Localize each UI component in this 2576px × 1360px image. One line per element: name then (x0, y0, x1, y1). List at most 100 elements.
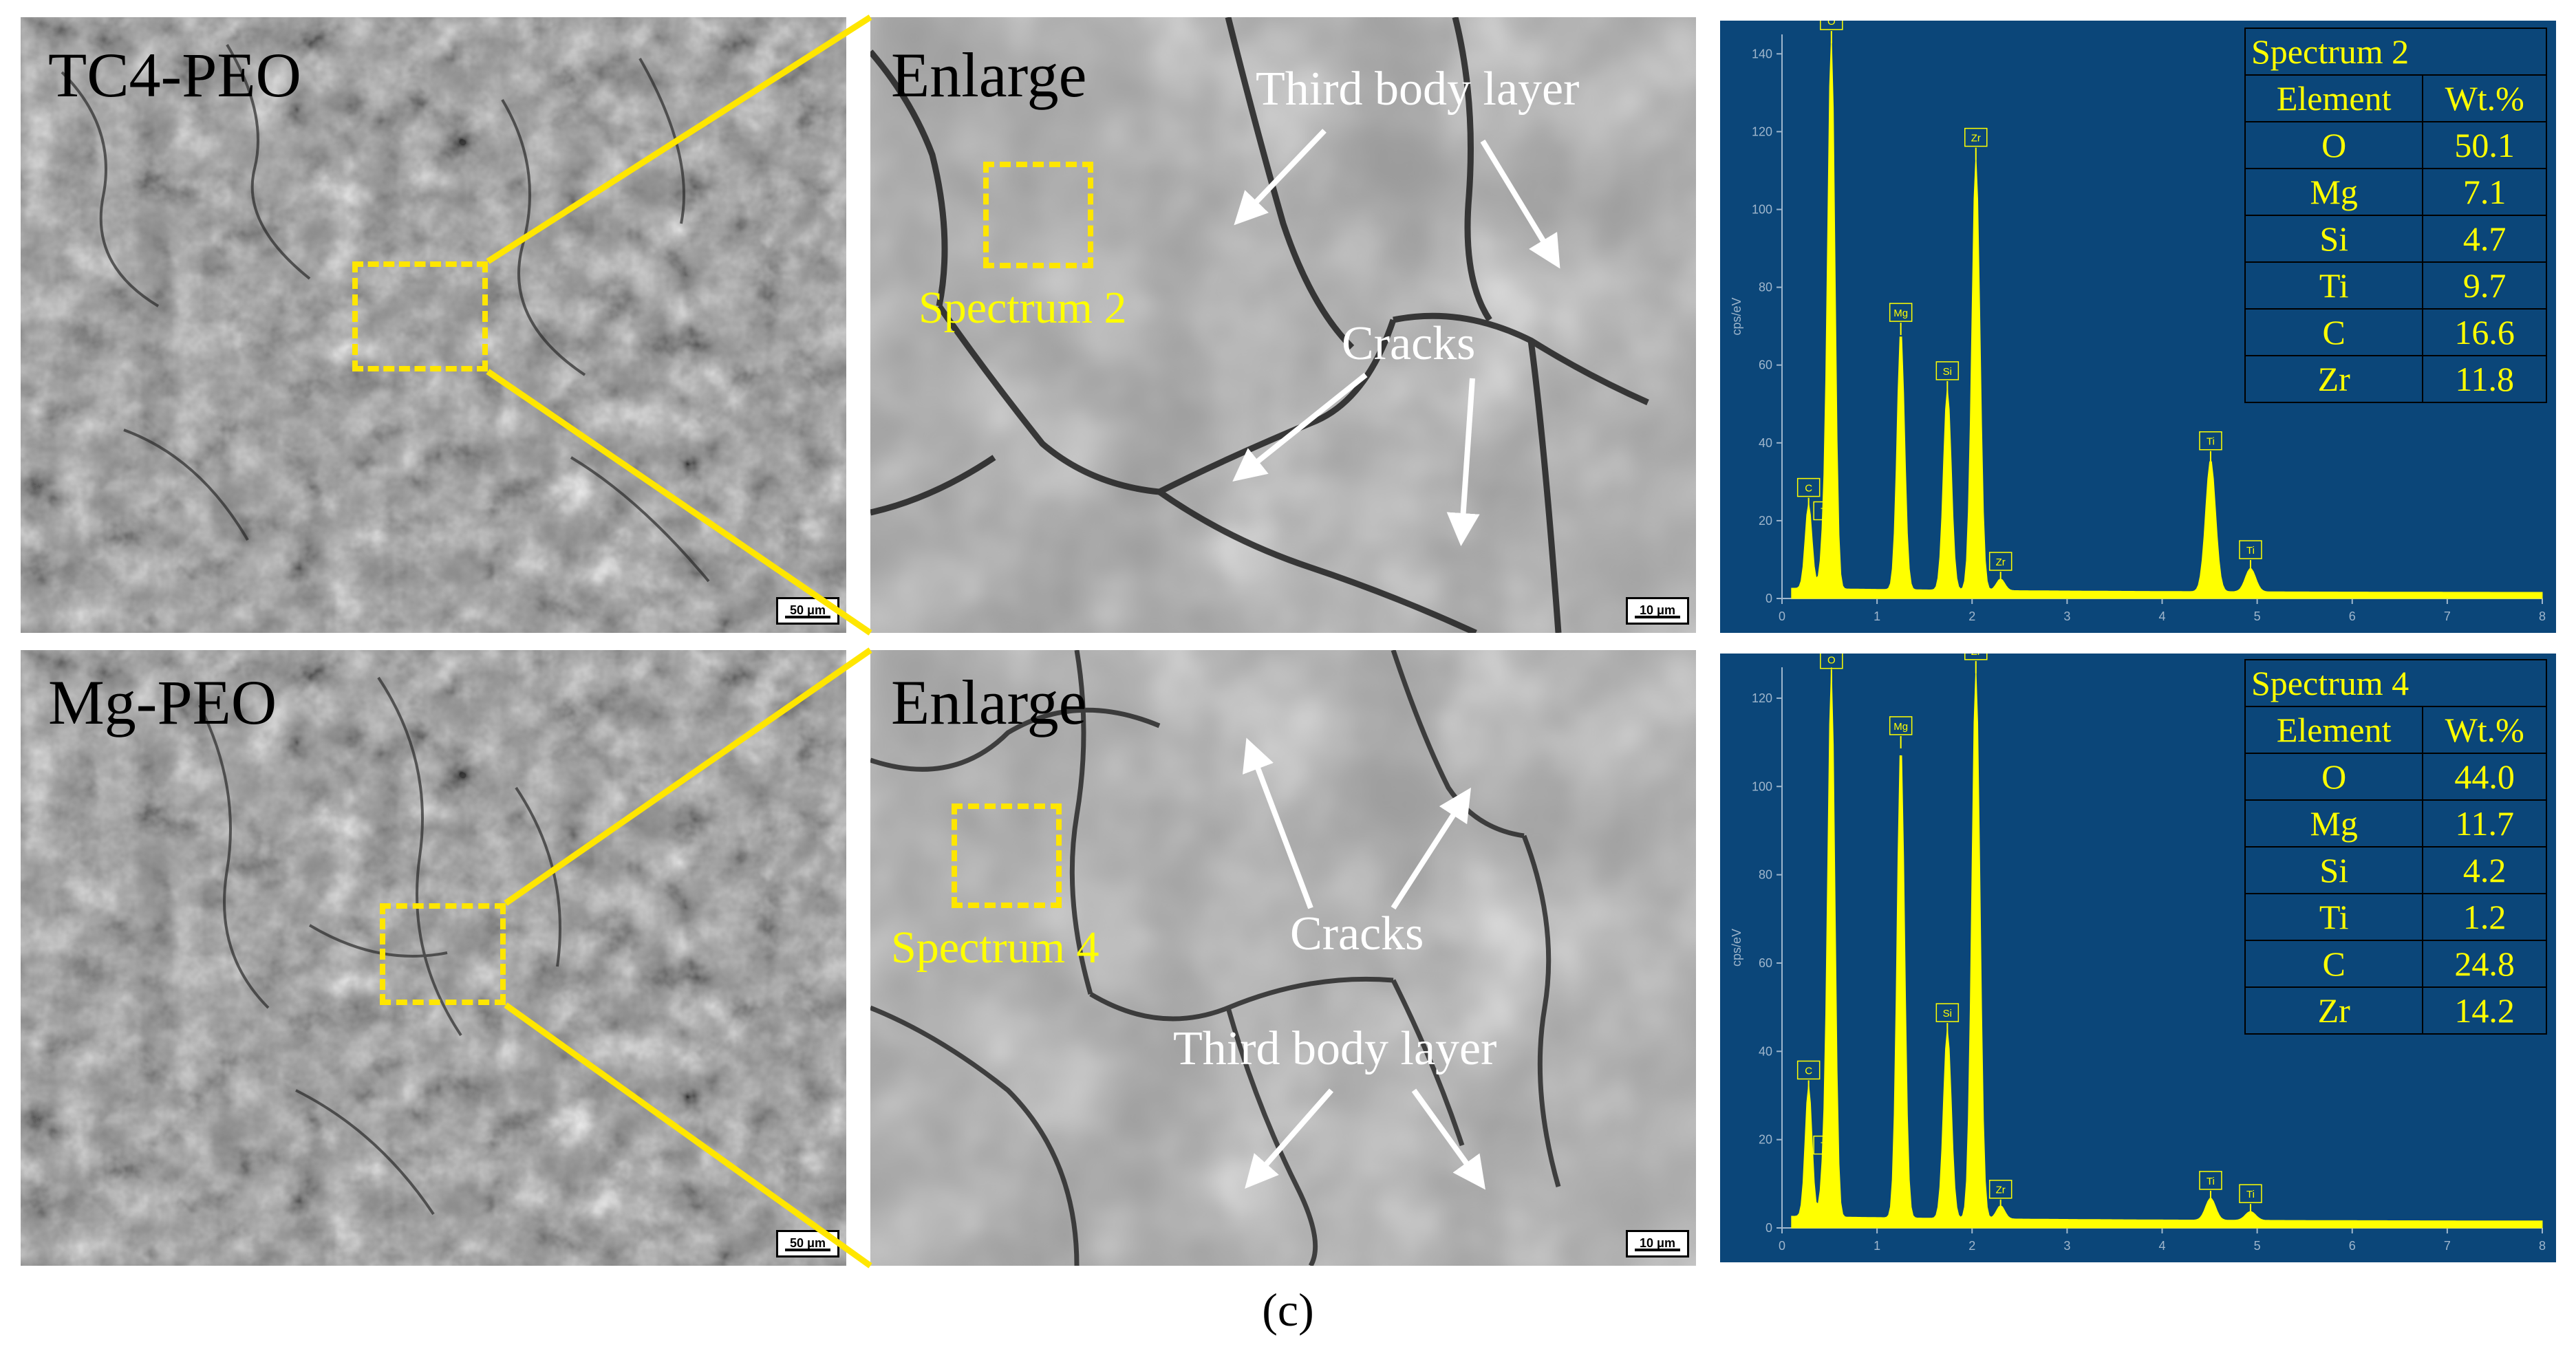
wt-cell: 24.8 (2422, 940, 2547, 988)
element-cell: O (2244, 753, 2424, 801)
peak-label-box (1796, 477, 1821, 497)
sem-image-enlarge-bottom: Enlarge Spectrum 4 Cracks Third body lay… (870, 650, 1696, 1266)
peak-label-text: Ti (1821, 506, 1829, 518)
peak-label-box (1820, 21, 1843, 30)
x-tick-label: 5 (2254, 1239, 2261, 1253)
spectrum-area (1791, 667, 2543, 1229)
peak-label-Mg: Mg (1889, 716, 1913, 735)
peak-label-O: O (1820, 654, 1843, 669)
spectrum-region-box (983, 162, 1093, 268)
peak-label-box (1813, 1135, 1836, 1155)
y-tick-label: 80 (1759, 868, 1772, 882)
peak-label-O: O (1820, 21, 1843, 30)
enlarge-region-box (380, 903, 506, 1005)
sem-texture (870, 650, 1696, 1266)
peak-label-text: Ti (2207, 1176, 2215, 1187)
peak-label-text: C (1805, 483, 1812, 495)
annotation-cracks: Cracks (1290, 907, 1424, 960)
element-cell: O (2244, 121, 2424, 169)
annotation-third-body-layer: Third body layer (1256, 63, 1580, 116)
y-tick-label: 140 (1752, 47, 1772, 61)
peak-label-text: Zr (1971, 133, 1981, 144)
element-cell: Si (2244, 846, 2424, 894)
y-tick-label: 120 (1752, 691, 1772, 705)
table-header: Wt.% (2422, 706, 2547, 754)
peak-label-Ti: Ti (1813, 501, 1836, 521)
y-tick-label: 20 (1759, 1133, 1772, 1147)
y-tick-label: 60 (1759, 358, 1772, 372)
y-tick-label: 100 (1752, 202, 1772, 216)
wt-cell: 11.7 (2422, 799, 2547, 848)
table-title: Spectrum 2 (2244, 28, 2547, 76)
wt-cell: 9.7 (2422, 261, 2547, 310)
scale-bar: 10 μm (1626, 1230, 1689, 1258)
peak-label-Ti: Ti (2199, 431, 2222, 451)
peak-label-C: C (1796, 477, 1821, 497)
scale-bar-label: 10 μm (1639, 603, 1676, 617)
annotation-arrows (1232, 129, 1560, 546)
peak-label-text: O (1827, 655, 1836, 667)
peak-label-Ti: Ti (2239, 540, 2262, 559)
x-tick-label: 8 (2539, 609, 2546, 623)
enlarge-label: Enlarge (891, 667, 1087, 737)
wt-cell: 7.1 (2422, 168, 2547, 216)
enlarge-label: Enlarge (891, 40, 1087, 110)
peak-label-box (1988, 1179, 2012, 1199)
y-tick-label: 120 (1752, 125, 1772, 138)
peak-label-box (2239, 540, 2262, 559)
wt-cell: 1.2 (2422, 893, 2547, 941)
x-tick-label: 3 (2063, 609, 2070, 623)
peak-label-Zr: Zr (1964, 127, 1988, 147)
wt-cell: 11.8 (2422, 355, 2547, 403)
peak-label-text: Ti (1821, 1141, 1829, 1152)
peak-label-box (1889, 303, 1913, 322)
peak-label-box (2239, 1184, 2262, 1203)
wt-cell: 4.7 (2422, 215, 2547, 263)
element-cell: Ti (2244, 261, 2424, 310)
y-tick-label: 20 (1759, 514, 1772, 528)
peak-label-Mg: Mg (1889, 303, 1913, 322)
peak-label-text: O (1827, 21, 1836, 28)
sem-texture (870, 17, 1696, 633)
x-tick-label: 4 (2158, 609, 2165, 623)
x-tick-label: 3 (2063, 1239, 2070, 1253)
y-tick-label: 0 (1765, 592, 1772, 605)
y-axis-label: cps/eV (1730, 297, 1743, 335)
peak-label-Ti: Ti (2239, 1184, 2262, 1203)
x-tick-label: 7 (2444, 609, 2451, 623)
annotation-arrows (1243, 737, 1486, 1190)
figure-caption: (c) (1262, 1284, 1314, 1336)
sem-image-mg-peo: Mg-PEO 50 μm (21, 650, 846, 1266)
element-cell: C (2244, 308, 2424, 356)
table-header: Element (2244, 74, 2424, 122)
x-tick-label: 1 (1874, 1239, 1880, 1253)
peak-label-text: Ti (2207, 436, 2215, 448)
spectrum-label: Spectrum 2 (919, 283, 1127, 333)
element-cell: Zr (2244, 986, 2424, 1035)
element-cell: Mg (2244, 799, 2424, 848)
y-tick-label: 60 (1759, 956, 1772, 970)
peak-label-box (1820, 654, 1843, 669)
peak-label-Zr: Zr (1964, 654, 1988, 660)
x-tick-label: 8 (2539, 1239, 2546, 1253)
peak-label-text: Zr (1996, 557, 2006, 568)
wt-cell: 16.6 (2422, 308, 2547, 356)
wt-cell: 50.1 (2422, 121, 2547, 169)
element-cell: Ti (2244, 893, 2424, 941)
peak-label-text: Ti (2246, 545, 2255, 557)
peak-label-text: Ti (2246, 1189, 2255, 1200)
peak-label-box (1988, 552, 2012, 571)
table-header: Element (2244, 706, 2424, 754)
peak-label-Si: Si (1935, 361, 1960, 380)
